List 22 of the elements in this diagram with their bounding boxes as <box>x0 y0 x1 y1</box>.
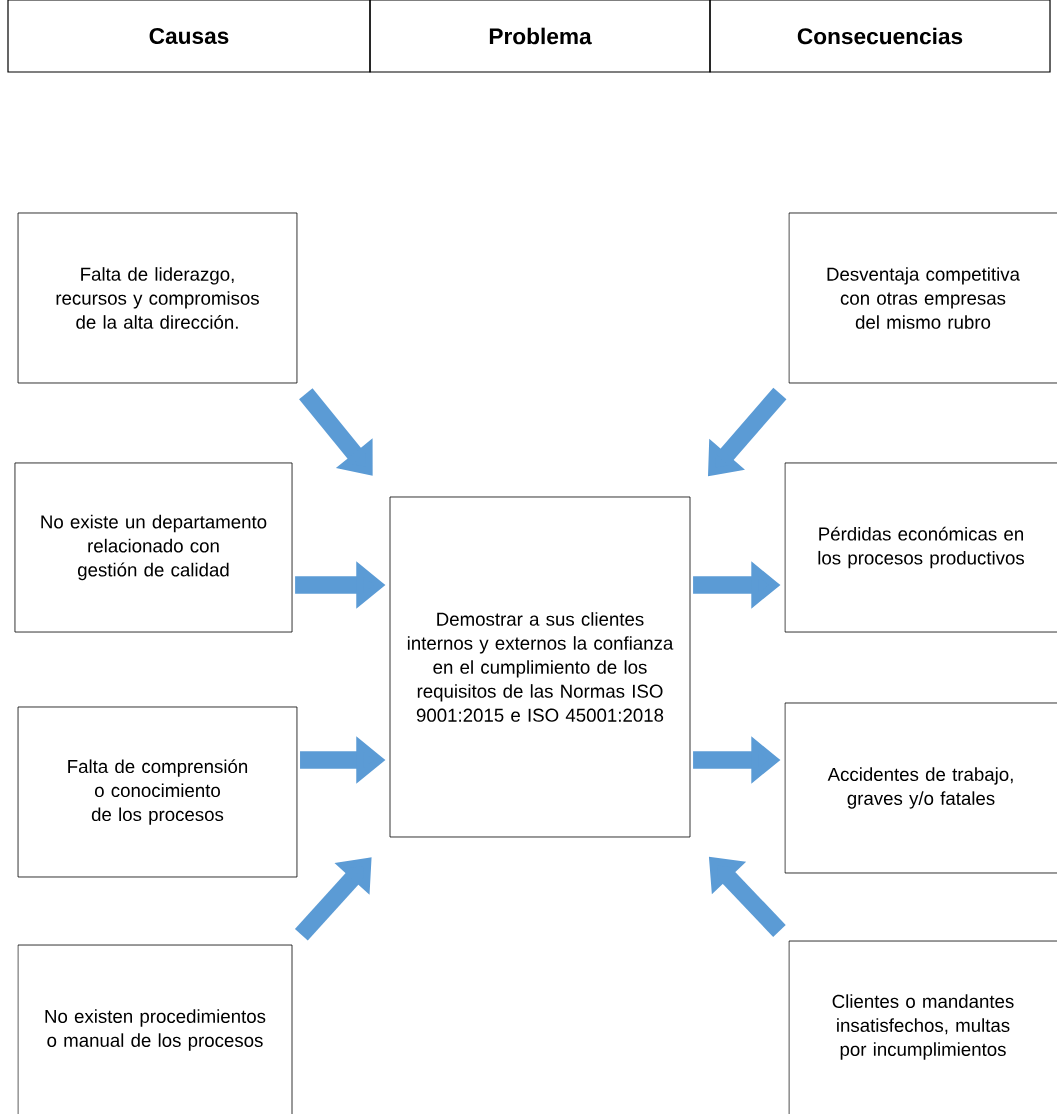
text-box <box>784 702 1057 874</box>
node-label: Accidentes de trabajo, graves y/o fatales <box>827 767 1013 809</box>
node-label: Clientes o mandantes insatisfechos, multas por incumplimientos <box>832 994 1014 1060</box>
header-cell: Problema <box>369 0 711 73</box>
text-box <box>788 940 1057 1114</box>
node-label: Desventaja competitiva con otras empresas del mismo rubro <box>827 267 1020 329</box>
text-box <box>14 462 293 633</box>
text-box <box>389 496 691 838</box>
node-label: No existe un departamento relacionado con gestión de calidad <box>41 514 267 581</box>
text-box <box>17 944 293 1114</box>
node-label: Falta de liderazgo, recursos y compromisos de la alta dirección. <box>56 267 259 329</box>
text-box <box>784 462 1057 633</box>
header-cell: Causas <box>7 0 371 73</box>
header-cell: Consecuencias <box>709 0 1051 73</box>
node-label: Pérdidas económicas en los procesos productivos <box>818 526 1025 569</box>
node-label: No existen procedimientos o manual de los procesos <box>45 1009 266 1051</box>
node-label: Falta de comprensión o conocimiento de los procesos <box>68 759 248 825</box>
text-box <box>17 706 298 878</box>
text-box <box>17 212 298 384</box>
node-label: Demostrar a sus clientes internos y externos la confianza en el cumplimiento de los requisitos de las Normas ISO 9001:2015 e ISO 45001:2018 <box>407 612 674 722</box>
block-arrow <box>294 857 372 941</box>
text-box <box>788 212 1057 384</box>
